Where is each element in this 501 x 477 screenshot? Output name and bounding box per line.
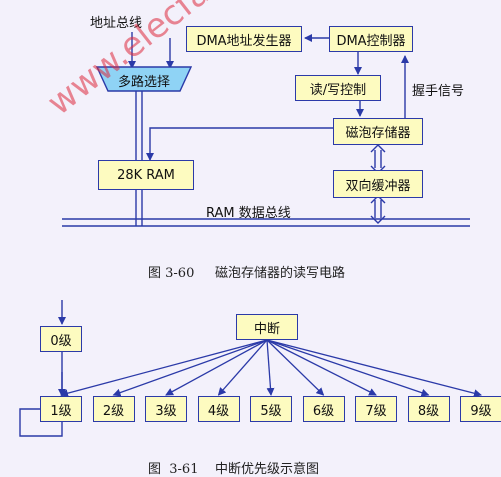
bidir-buffer-block: 双向缓冲器 bbox=[333, 170, 423, 198]
level-7-block: 7级 bbox=[355, 396, 397, 422]
interrupt-to-level-6-arrow bbox=[266, 339, 325, 396]
caption-fig-3-60: 图 3-60 磁泡存储器的读写电路 bbox=[148, 266, 345, 281]
interrupt-to-level-2-arrow bbox=[112, 339, 268, 397]
interrupt-to-level-7-arrow bbox=[266, 339, 377, 396]
level-9-block: 9级 bbox=[460, 396, 501, 422]
double-arrow-bubble-buffer bbox=[370, 144, 386, 174]
bubble-to-ram-line bbox=[146, 127, 333, 161]
rw-ctrl-block: 读/写控制 bbox=[295, 75, 381, 101]
level-2-block: 2级 bbox=[92, 396, 135, 422]
level-5-block: 5级 bbox=[250, 396, 292, 422]
mux-block bbox=[96, 66, 192, 92]
interrupt-to-level-1-arrow bbox=[60, 339, 268, 398]
interrupt-to-level-3-arrow bbox=[165, 339, 268, 396]
level-1-block: 1级 bbox=[40, 396, 82, 422]
level-6-block: 6级 bbox=[302, 396, 345, 422]
level-0-block: 0级 bbox=[40, 326, 82, 352]
level-8-block: 8级 bbox=[407, 396, 450, 422]
ram-block: 28K RAM bbox=[98, 160, 194, 190]
caption-fig-3-61: 图 3-61 中断优先级示意图 bbox=[148, 462, 319, 477]
level-4-block: 4级 bbox=[197, 396, 240, 422]
interrupt-to-level-5-arrow bbox=[266, 339, 275, 396]
handshake-label: 握手信号 bbox=[412, 84, 465, 99]
dma-addr-gen-block: DMA地址发生器 bbox=[186, 26, 302, 52]
interrupt-block: 中断 bbox=[236, 314, 298, 340]
dma-ctrl-block: DMA控制器 bbox=[329, 26, 413, 52]
ram-bus-label: RAM 数据总线 bbox=[206, 206, 291, 221]
interrupt-to-level-9-arrow bbox=[266, 339, 482, 398]
bubble-memory-block: 磁泡存储器 bbox=[333, 118, 423, 145]
interrupt-to-level-4-arrow bbox=[217, 339, 268, 396]
interrupt-to-level-8-arrow bbox=[266, 339, 430, 397]
level-3-block: 3级 bbox=[145, 396, 187, 422]
mux-label: 多路选择 bbox=[118, 75, 171, 90]
addr-bus-label: 地址总线 bbox=[90, 16, 143, 31]
